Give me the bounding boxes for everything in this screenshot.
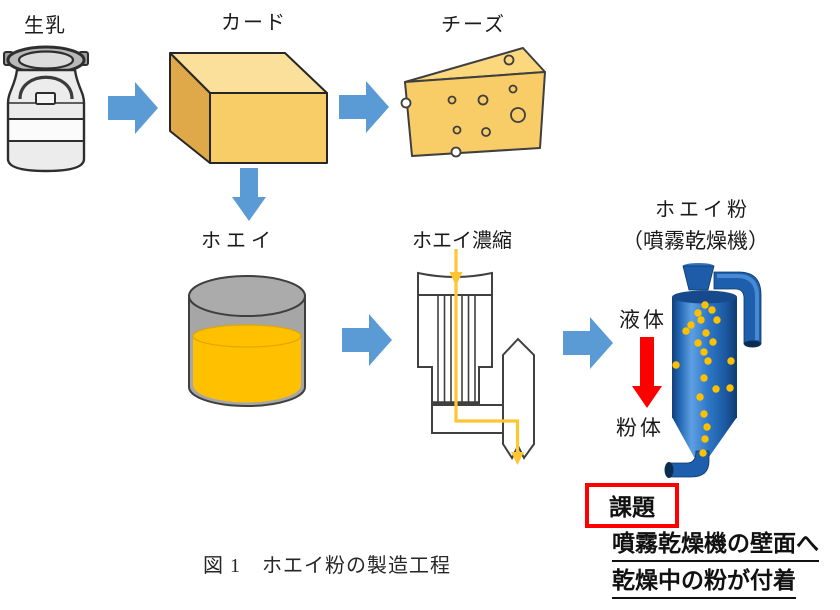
arrow-curd-to-cheese-icon	[339, 81, 389, 133]
cheese-label: チーズ	[441, 14, 506, 36]
issue-text-line1: 噴霧乾燥機の壁面へ	[612, 524, 819, 562]
powder-label: 粉体	[616, 416, 664, 440]
raw-milk-label: 生乳	[24, 15, 66, 37]
powder-dots-icon	[672, 301, 735, 457]
issue-title-box: 課題	[585, 483, 679, 528]
arrow-whey-to-concentration-icon	[342, 314, 392, 366]
arrow-milk-to-curd-icon	[108, 82, 158, 134]
whey-label: ホエイ	[201, 230, 276, 252]
whey-powder-label: ホエイ粉	[655, 199, 751, 221]
whey-concentration-label: ホエイ濃縮	[412, 230, 512, 252]
spray-dryer-label: （噴霧乾燥機）	[622, 229, 769, 253]
figure-caption: 図 1 ホエイ粉の製造工程	[203, 555, 451, 577]
issue-text-line2: 乾燥中の粉が付着	[612, 561, 796, 599]
arrow-curd-to-whey-icon	[232, 168, 266, 221]
liquid-label: 液体	[619, 308, 667, 332]
curd-label: カード	[221, 12, 287, 34]
spray-dryer-icon	[664, 263, 762, 478]
cheese-wedge-icon	[400, 47, 546, 158]
curd-block-icon	[169, 52, 328, 164]
evaporator-icon	[417, 249, 535, 465]
arrow-concentration-to-dryer-icon	[563, 317, 613, 369]
liquid-to-powder-arrow-icon	[632, 337, 662, 408]
milk-can-icon	[3, 45, 89, 173]
whey-container-icon	[188, 275, 306, 407]
